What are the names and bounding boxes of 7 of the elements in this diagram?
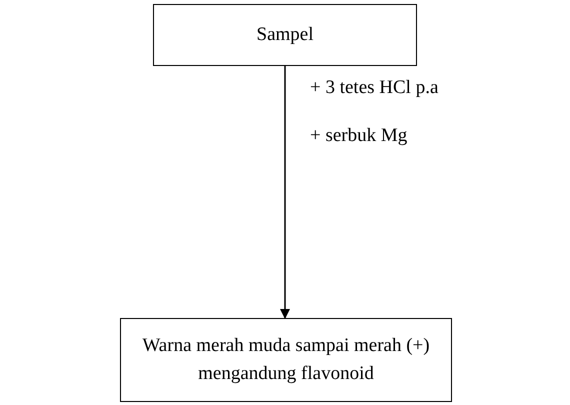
process-box bbox=[120, 318, 452, 402]
process-box bbox=[153, 4, 417, 66]
box-text: Sampel bbox=[256, 23, 314, 48]
step-note: + 3 tetes HCl p.a bbox=[310, 77, 438, 99]
step-note: + serbuk Mg bbox=[310, 125, 408, 147]
arrow bbox=[280, 66, 290, 319]
box-text: Warna merah muda sampai merah (+) mengandung flavonoid bbox=[141, 334, 431, 386]
